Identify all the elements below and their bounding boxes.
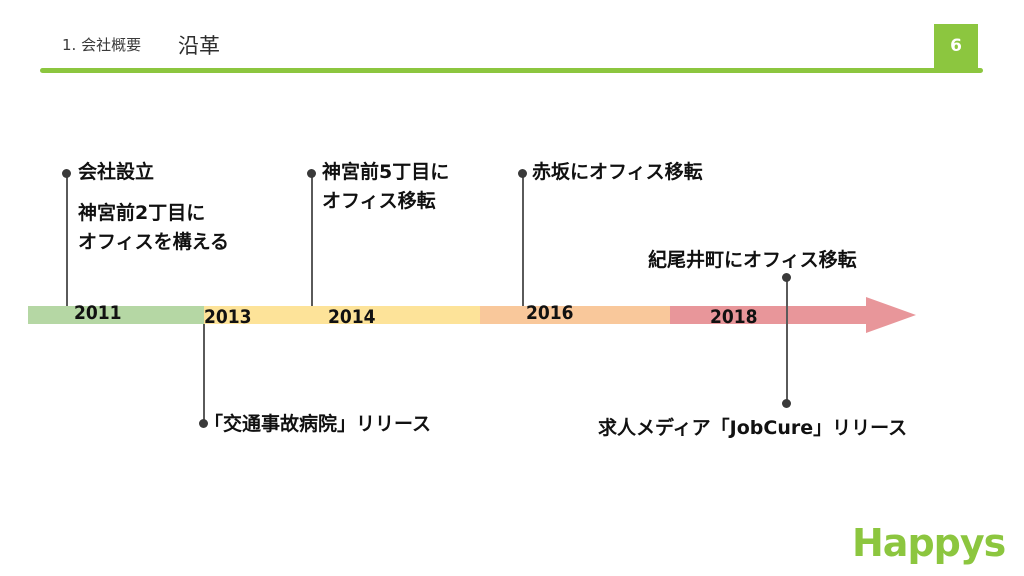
event-dot-2013 [199,419,208,428]
event-stem-2016 [522,174,524,306]
event-2018-above-line-1: 紀尾井町にオフィス移転 [648,249,857,271]
event-2013-line-1: 「交通事故病院」リリース [204,413,432,435]
event-stem-2013 [203,324,205,424]
section-label: 1. 会社概要 [62,36,142,54]
event-stem-2018 [786,278,788,404]
year-label-2014: 2014 [328,306,376,328]
event-2013: 「交通事故病院」リリース [204,410,431,439]
timeline-arrow-head [866,297,916,333]
event-2014-line-1: 神宮前5丁目に [322,161,450,183]
event-2011: 会社設立 神宮前2丁目に オフィスを構える [78,158,229,257]
year-label-2013: 2013 [204,306,252,328]
event-dot-2016 [518,169,527,178]
event-dot-2014 [307,169,316,178]
event-2014-line-2: オフィス移転 [322,190,436,212]
logo-text: Happys [852,521,1006,565]
timeline-segment-red [670,306,870,324]
event-stem-2014 [311,174,313,306]
page-title: 沿革 [178,34,220,58]
event-dot-2011 [62,169,71,178]
year-label-2016: 2016 [526,302,574,324]
event-2018-below-line-1: 求人メディア「JobCure」リリース [598,417,908,439]
page-number: 6 [950,36,962,56]
happys-logo: Happys [852,521,1006,565]
event-dot-2018-top [782,273,791,282]
header-divider [40,68,983,73]
event-2011-title: 会社設立 [78,161,155,183]
event-stem-2011 [66,174,68,306]
event-dot-2018-bottom [782,399,791,408]
timeline-segment-green [28,306,204,324]
year-label-2018: 2018 [710,306,758,328]
event-2018-above: 紀尾井町にオフィス移転 [648,246,857,275]
event-2016: 赤坂にオフィス移転 [532,158,703,187]
event-2016-line-1: 赤坂にオフィス移転 [532,161,703,183]
event-2014: 神宮前5丁目に オフィス移転 [322,158,449,216]
timeline-segment-orange [480,306,670,324]
page-number-badge: 6 [934,24,978,68]
event-2011-detail-2: オフィスを構える [78,231,230,253]
event-2011-detail-1: 神宮前2丁目に [78,202,206,224]
year-label-2011: 2011 [74,302,122,324]
event-2018-below: 求人メディア「JobCure」リリース [598,414,907,443]
timeline-segment-yellow [204,306,480,324]
